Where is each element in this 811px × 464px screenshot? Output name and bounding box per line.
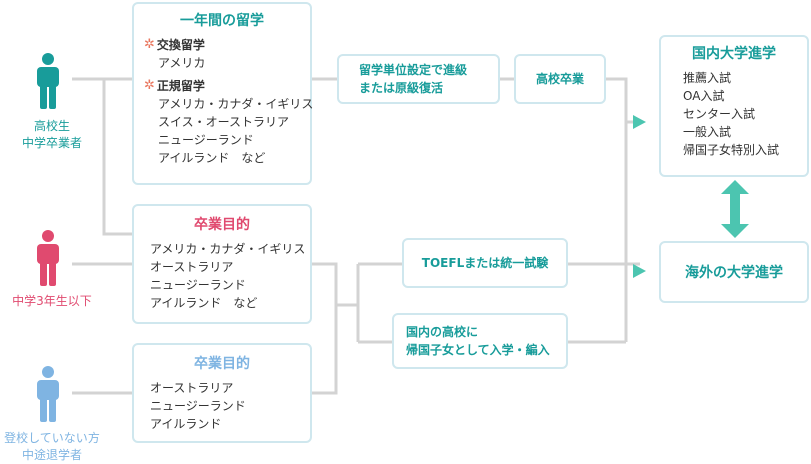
person-label-line: 高校生 (33, 119, 70, 133)
overseas-university-box: 海外の大学進学 (659, 241, 809, 303)
study-year-box: 一年間の留学 ✲ 交換留学 アメリカ ✲ 正規留学 アメリカ・カナダ・イギリス … (132, 2, 314, 185)
gear-icon: ✲ (144, 78, 155, 93)
domestic-university-box: 国内大学進学 推薦入試 OA入試 センター入試 一般入試 帰国子女特別入試 (659, 35, 809, 177)
regular-heading: ✲ 正規留学 (144, 77, 310, 95)
box-title: 卒業目的 (194, 356, 250, 372)
step-label: 高校卒業 (535, 72, 584, 86)
list-item: アメリカ・カナダ・イギリス (158, 97, 314, 111)
credit-step: 留学単位設定で進級 または原級復活 (337, 54, 500, 104)
list-item: 推薦入試 (683, 71, 732, 85)
box-title: 一年間の留学 (180, 13, 264, 29)
person-label-dropout: 登校していない方 中途退学者 (0, 430, 104, 464)
person-label-junior: 中学3年生以下 (0, 293, 104, 310)
list-item: スイス・オーストラリア (158, 115, 290, 129)
exchange-label: 交換留学 (156, 38, 205, 52)
person-label-line: 中学卒業者 (21, 136, 82, 150)
list-item: ニュージーランド (158, 133, 254, 147)
person-label-line: 登校していない方 (4, 431, 100, 445)
list-item: OA入試 (683, 89, 725, 103)
list-item: アメリカ・カナダ・イギリス (150, 242, 306, 256)
graduation-goal-box: 卒業目的 オーストラリア ニュージーランド アイルランド (132, 343, 312, 443)
connector-line (102, 79, 132, 236)
hs-graduation-step: 高校卒業 (514, 54, 606, 104)
list-item: 一般入試 (683, 125, 732, 139)
list-item: ニュージーランド (150, 278, 246, 292)
returnee-step: 国内の高校に 帰国子女として入学・編入 (392, 313, 568, 369)
connector-line (312, 262, 338, 305)
box-title: 海外の大学進学 (685, 265, 783, 281)
gear-icon: ✲ (144, 37, 155, 52)
person-label-highschool: 高校生 中学卒業者 (0, 118, 104, 152)
list-item: オーストラリア (150, 260, 234, 274)
box-title: 卒業目的 (194, 217, 250, 233)
list-item: ニュージーランド (150, 399, 246, 413)
step-label-line: または原級復活 (359, 81, 444, 95)
step-label-line: 国内の高校に (406, 325, 479, 339)
toefl-step: TOEFLまたは統一試験 (402, 238, 568, 288)
list-item: アメリカ (158, 56, 206, 70)
arrow-right-icon (633, 115, 646, 129)
list-item: オーストラリア (150, 381, 234, 395)
person-label-line: 中途退学者 (21, 448, 82, 462)
step-label-line: 留学単位設定で進級 (359, 63, 468, 77)
box-title: 国内大学進学 (692, 46, 776, 62)
person-icon (37, 53, 59, 109)
list-item: センター入試 (683, 107, 756, 121)
list-item: アイルランド など (150, 296, 258, 310)
exchange-heading: ✲ 交換留学 (144, 36, 310, 54)
step-label: TOEFLまたは統一試験 (421, 256, 549, 270)
regular-label: 正規留学 (156, 79, 205, 93)
list-item: アイルランド など (158, 151, 266, 165)
connector-line (312, 303, 358, 395)
connector-line (606, 77, 628, 342)
list-item: 帰国子女特別入試 (683, 143, 780, 157)
person-icon (37, 366, 59, 422)
graduation-goal-box: 卒業目的 アメリカ・カナダ・イギリス オーストラリア ニュージーランド アイルラ… (132, 204, 312, 324)
step-label-line: 帰国子女として入学・編入 (406, 343, 550, 357)
list-item: アイルランド (150, 417, 222, 431)
arrow-right-icon (633, 264, 646, 278)
person-icon (37, 230, 59, 286)
person-label-line: 中学3年生以下 (12, 294, 92, 308)
double-arrow-icon (721, 180, 749, 238)
